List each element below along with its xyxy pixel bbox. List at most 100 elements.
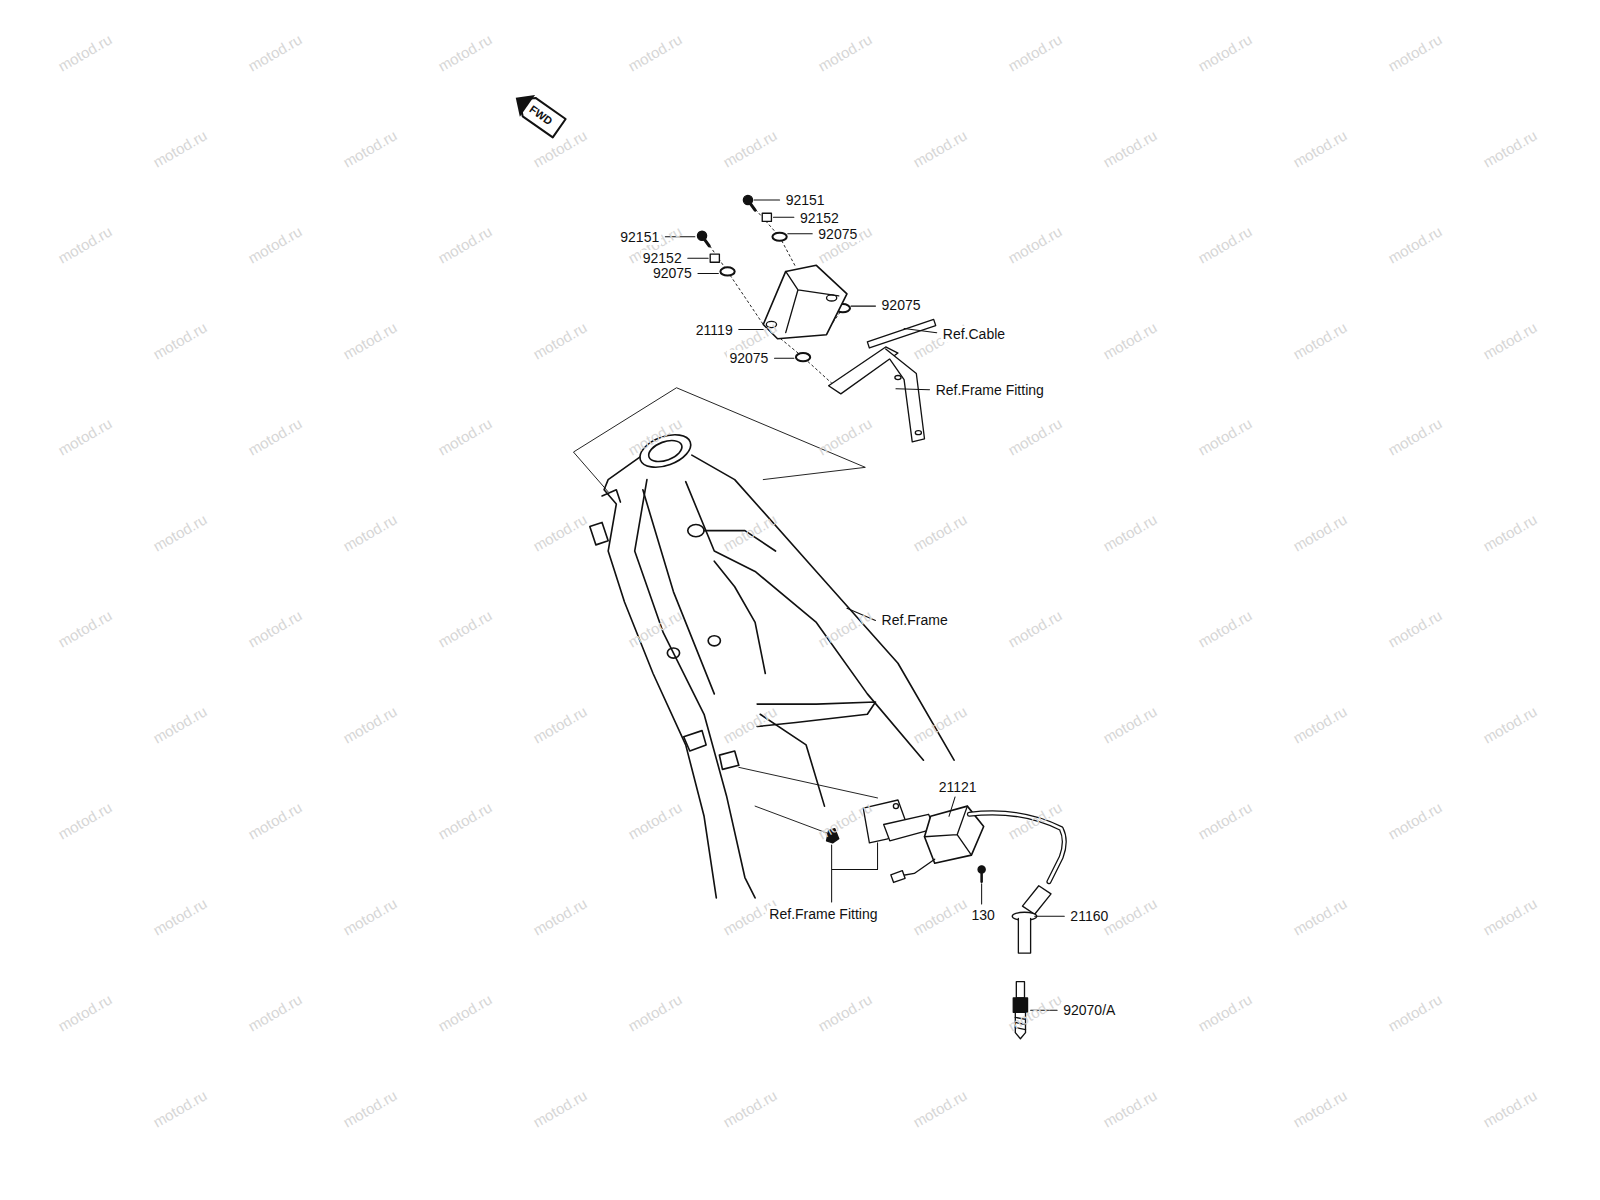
watermark: motod.ru — [55, 222, 115, 266]
grommet — [796, 353, 810, 361]
frame-hole — [667, 648, 679, 658]
frame-tab — [684, 731, 706, 751]
callout-number: 92075 — [651, 265, 694, 281]
watermark: motod.ru — [530, 510, 590, 554]
leader-line — [754, 199, 780, 200]
alignment-line — [749, 202, 796, 267]
grommet — [772, 233, 786, 241]
watermark: motod.ru — [530, 894, 590, 938]
watermark: motod.ru — [625, 990, 685, 1034]
callout-number: 92075 — [880, 297, 923, 313]
bracket-hole — [915, 431, 921, 435]
watermark: motod.ru — [245, 414, 305, 458]
watermark: motod.ru — [150, 318, 210, 362]
watermark: motod.ru — [435, 606, 495, 650]
watermark: motod.ru — [435, 990, 495, 1034]
watermark: motod.ru — [150, 126, 210, 170]
frame — [590, 429, 954, 898]
watermark: motod.ru — [340, 510, 400, 554]
watermark: motod.ru — [625, 30, 685, 74]
callout-number: 92075 — [816, 226, 859, 242]
watermark: motod.ru — [1005, 222, 1065, 266]
watermark: motod.ru — [1290, 318, 1350, 362]
leader-line — [773, 217, 793, 218]
reference-label: Ref.Cable — [941, 326, 1007, 342]
cap-elbow — [1022, 886, 1051, 915]
callout-number: 92152 — [641, 250, 684, 266]
main-spar-outer — [692, 455, 954, 760]
leader-line — [949, 797, 955, 816]
leader-line — [896, 389, 930, 390]
watermark: motod.ru — [1005, 414, 1065, 458]
frame-tab — [602, 490, 620, 502]
watermark: motod.ru — [1290, 702, 1350, 746]
collar — [762, 213, 771, 221]
watermark: motod.ru — [1195, 414, 1255, 458]
watermark: motod.ru — [55, 990, 115, 1034]
bolt-shaft — [704, 239, 709, 246]
watermark: motod.ru — [55, 30, 115, 74]
reference-label: Ref.Frame — [880, 612, 950, 628]
leader-line — [688, 258, 708, 259]
direction-label: FWD — [527, 103, 554, 127]
watermark: motod.ru — [530, 126, 590, 170]
watermark: motod.ru — [1480, 702, 1540, 746]
watermark: motod.ru — [1100, 126, 1160, 170]
watermark: motod.ru — [1100, 510, 1160, 554]
plug-cap — [1012, 886, 1051, 953]
watermark: motod.ru — [340, 1086, 400, 1130]
watermark: motod.ru — [1100, 702, 1160, 746]
leader-line — [851, 306, 875, 307]
plug-terminal — [1016, 982, 1024, 998]
watermark: motod.ru — [1005, 606, 1065, 650]
watermark: motod.ru — [720, 126, 780, 170]
watermark: motod.ru — [1480, 510, 1540, 554]
watermark: motod.ru — [720, 702, 780, 746]
leader-lines — [665, 200, 1064, 1010]
watermark: motod.ru — [245, 990, 305, 1034]
leader-line — [698, 273, 718, 274]
watermark: motod.ru — [530, 1086, 590, 1130]
down-tube-outer — [604, 457, 716, 898]
watermark: motod.ru — [1195, 222, 1255, 266]
igniter-edge — [786, 271, 839, 332]
watermark: motod.ru — [1195, 990, 1255, 1034]
callout-number: 92152 — [798, 210, 841, 226]
watermark: motod.ru — [910, 894, 970, 938]
watermark: motod.ru — [435, 414, 495, 458]
watermark: motod.ru — [625, 798, 685, 842]
watermark: motod.ru — [720, 1086, 780, 1130]
down-tube-edge — [643, 490, 714, 694]
watermark: motod.ru — [55, 414, 115, 458]
bracket-plate — [829, 347, 898, 394]
leader-line — [904, 329, 937, 333]
watermark: motod.ru — [245, 222, 305, 266]
bracket-leader — [832, 843, 878, 902]
watermark: motod.ru — [435, 30, 495, 74]
watermark: motod.ru — [340, 318, 400, 362]
watermark: motod.ru — [1385, 606, 1445, 650]
bracket-hole — [895, 376, 901, 380]
watermark: motod.ru — [245, 30, 305, 74]
callout-number: 21119 — [694, 322, 735, 338]
frame-hole — [688, 524, 704, 536]
cap-body — [1018, 918, 1030, 953]
watermark: motod.ru — [910, 510, 970, 554]
watermark: motod.ru — [815, 606, 875, 650]
watermark: motod.ru — [340, 702, 400, 746]
watermark: motod.ru — [150, 894, 210, 938]
coil-edge — [924, 806, 971, 855]
watermark: motod.ru — [815, 414, 875, 458]
watermark: motod.ru — [435, 222, 495, 266]
watermark: motod.ru — [435, 798, 495, 842]
watermark: motod.ru — [1005, 798, 1065, 842]
bolt-shaft — [750, 203, 755, 210]
grommet — [720, 267, 734, 275]
frame-tab — [719, 751, 738, 769]
watermark: motod.ru — [1480, 318, 1540, 362]
connector — [891, 871, 905, 883]
watermark: motod.ru — [625, 414, 685, 458]
watermark: motod.ru — [150, 702, 210, 746]
